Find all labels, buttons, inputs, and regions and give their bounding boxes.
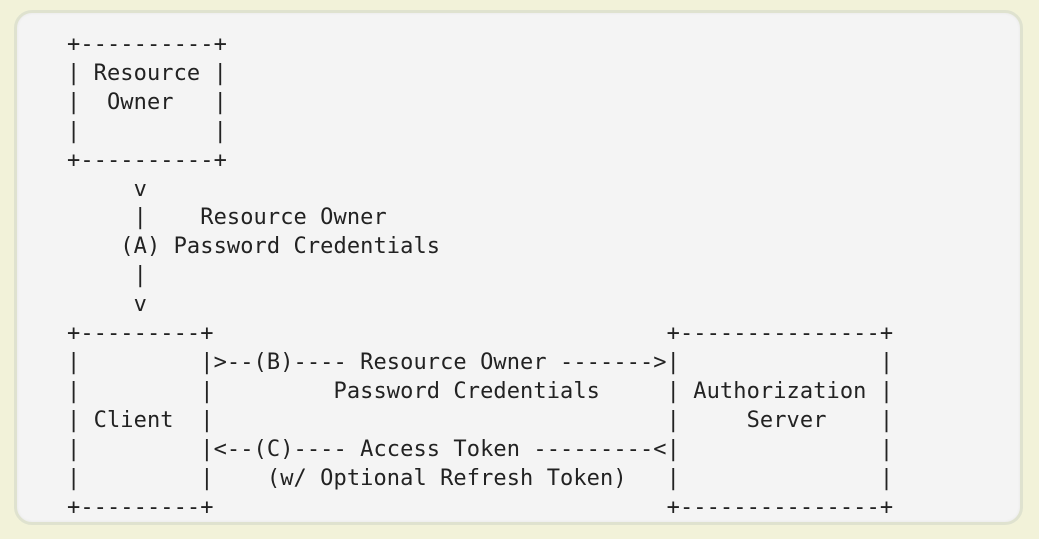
diagram-panel: +----------+ | Resource | | Owner | | | …	[14, 10, 1023, 525]
resource-owner-box-blank: | |	[67, 118, 227, 144]
oauth-password-flow-diagram: +----------+ | Resource | | Owner | | | …	[67, 31, 893, 522]
client-and-server-box-top: +---------+ +---------------+	[67, 321, 894, 347]
flow-a-label-2: (A) Password Credentials	[67, 234, 441, 260]
resource-owner-box-bottom: +----------+	[67, 147, 227, 173]
flow-a-label-1: | Resource Owner	[67, 205, 387, 231]
flow-c-line: | |<--(C)---- Access Token ---------<| |	[67, 436, 894, 462]
flow-b-line: | |>--(B)---- Resource Owner ------->| |	[67, 349, 894, 375]
flow-b-label: | | Password Credentials | Authorization…	[67, 378, 894, 404]
resource-owner-box-top: +----------+	[67, 32, 227, 57]
resource-owner-box-label-2: | Owner |	[67, 89, 227, 115]
client-and-server-labels: | Client | | Server |	[67, 407, 894, 433]
flow-a-arrow-top: v	[67, 176, 147, 202]
resource-owner-box-label-1: | Resource |	[67, 60, 227, 86]
flow-c-label: | | (w/ Optional Refresh Token) | |	[67, 465, 894, 491]
flow-a-line: |	[67, 263, 147, 289]
flow-a-arrow-bottom: v	[67, 292, 147, 318]
client-and-server-box-bottom: +---------+ +---------------+	[67, 494, 894, 520]
